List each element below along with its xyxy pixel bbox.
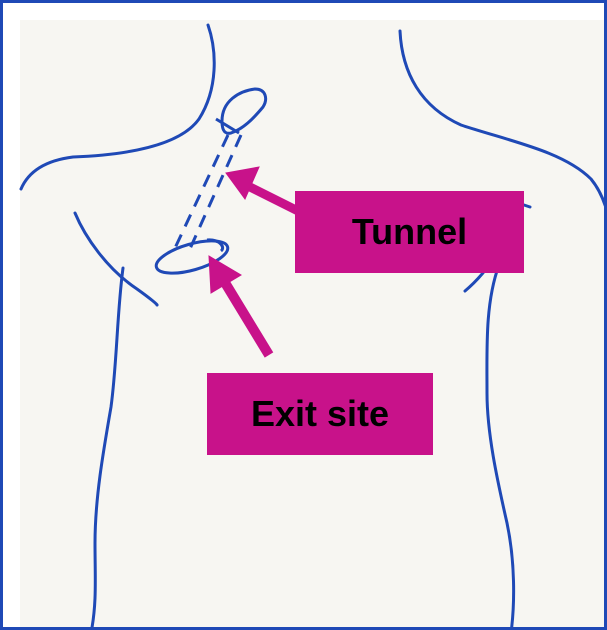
catheter-cap	[216, 89, 266, 133]
tunnel-label: Tunnel	[295, 191, 524, 273]
torso-drawing	[3, 3, 607, 630]
left-armpit-outline	[75, 213, 157, 305]
neck-right-outline	[400, 31, 607, 215]
tunnel-pointer-icon	[226, 167, 298, 211]
neck-left-outline	[21, 25, 214, 189]
left-torso-outline	[91, 268, 123, 630]
right-torso-outline	[487, 265, 514, 630]
tunnel-dashed-lines	[175, 135, 241, 251]
exit-site-pointer-icon	[209, 256, 269, 355]
exit-site-label: Exit site	[207, 373, 433, 455]
